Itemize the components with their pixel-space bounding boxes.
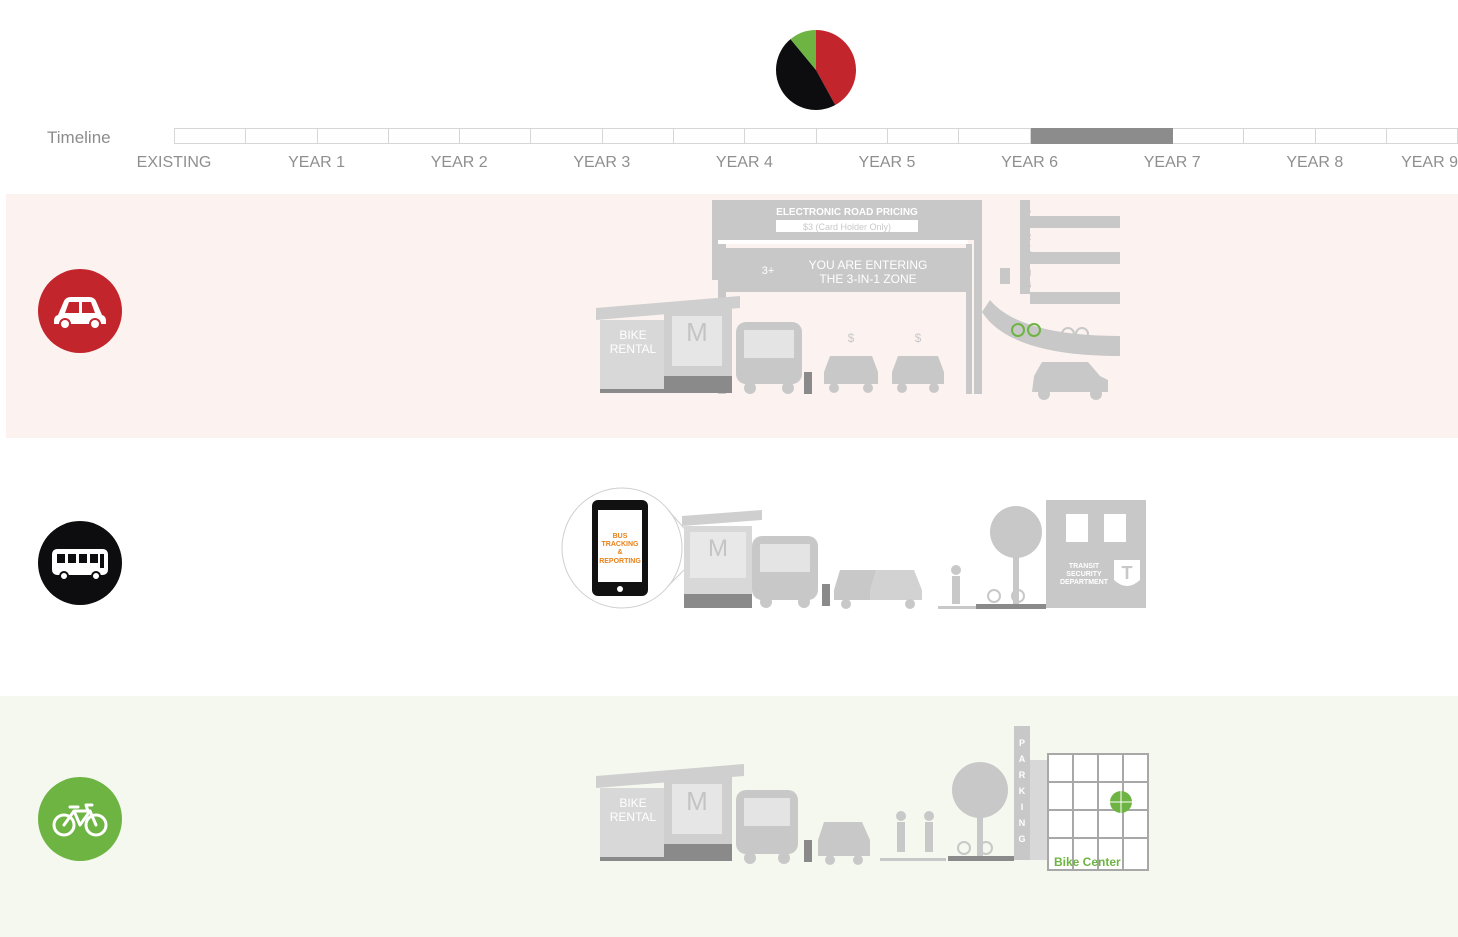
bus-mode-button[interactable]	[38, 521, 122, 605]
toll-symbol-2: $	[915, 331, 922, 345]
timeline-segment	[318, 128, 389, 144]
bike-mode-button[interactable]	[38, 777, 122, 861]
car-icon	[54, 297, 106, 330]
car-scene-illustration: ELECTRONIC ROAD PRICING $3 (Card Holder …	[596, 200, 1120, 400]
timeline-year-6[interactable]: YEAR 6	[1001, 154, 1059, 171]
security-line-2: SECURITY	[1066, 571, 1102, 578]
bike-rental-line-2: RENTAL	[610, 342, 657, 356]
security-badge: T	[1122, 563, 1133, 583]
timeline-segment	[745, 128, 817, 144]
timeline-year-2[interactable]: YEAR 2	[430, 154, 488, 171]
timeline-segment	[1030, 128, 1102, 144]
bike-rental-line-1: BIKE	[619, 328, 646, 342]
timeline-segment	[389, 128, 461, 144]
parking-letter: G	[1018, 834, 1025, 844]
timeline-year-5[interactable]: YEAR 5	[858, 154, 916, 171]
bike-rental-line-2: RENTAL	[610, 810, 657, 824]
timeline-segment	[175, 128, 247, 144]
timeline-year-0[interactable]: EXISTING	[136, 154, 212, 171]
timeline-year-9[interactable]: YEAR 9	[1401, 154, 1458, 171]
security-line-3: DEPARTMENT	[1060, 579, 1109, 586]
zone-line-1: YOU ARE ENTERING	[809, 258, 928, 272]
parking-letter: P	[1019, 738, 1025, 748]
svg-text:M: M	[686, 317, 708, 347]
timeline-segment	[1101, 128, 1174, 144]
timeline-segment	[460, 128, 532, 144]
timeline-segment	[1316, 128, 1388, 144]
timeline-segment	[1245, 128, 1316, 144]
timeline-segment	[888, 128, 960, 144]
bike-rental-line-1: BIKE	[619, 796, 646, 810]
parking-letter: K	[1019, 786, 1026, 796]
parking-letter: A	[1019, 754, 1026, 764]
timeline-label: Timeline	[47, 128, 111, 147]
timeline-year-8[interactable]: YEAR 8	[1286, 154, 1344, 171]
timeline-year-7[interactable]: YEAR 7	[1143, 154, 1201, 171]
parking-letter: R	[1025, 232, 1032, 242]
toll-symbol-1: $	[848, 331, 855, 345]
timeline-bar	[174, 128, 1458, 144]
svg-text:M: M	[686, 786, 708, 816]
timeline-year-1[interactable]: YEAR 1	[288, 154, 346, 171]
bike-center-label: Bike Center	[1054, 855, 1121, 869]
bus-icon	[52, 549, 108, 581]
bicycle-icon	[52, 803, 108, 837]
parking-letter: K	[1025, 244, 1032, 254]
bus-scene-illustration: BUS TRACKING & REPORTING M TRANSIT SECUR…	[561, 487, 1146, 609]
erp-title: ELECTRONIC ROAD PRICING	[776, 207, 918, 218]
timeline-segment	[603, 128, 675, 144]
parking-letter: A	[1025, 220, 1032, 230]
timeline-segment	[246, 128, 318, 144]
phone-line-2: TRACKING	[602, 541, 639, 548]
timeline-segment	[1173, 128, 1245, 144]
svg-text:M: M	[708, 535, 728, 562]
erp-subtitle: $3 (Card Holder Only)	[803, 222, 891, 232]
parking-letter: N	[1025, 268, 1032, 278]
timeline-segment	[532, 128, 603, 144]
pie-slice-0	[816, 30, 856, 106]
zone-line-2: THE 3-IN-1 ZONE	[819, 272, 916, 286]
pie-slice-2	[790, 30, 816, 70]
parking-letter: R	[1019, 770, 1026, 780]
timeline-year-4[interactable]: YEAR 4	[715, 154, 773, 171]
security-line-1: TRANSIT	[1069, 563, 1100, 570]
timeline-segment	[1387, 128, 1458, 144]
pie-slice-1	[776, 39, 836, 111]
hov-badge: 3+	[762, 265, 775, 277]
timeline-segment	[959, 128, 1031, 144]
parking-letter: G	[1024, 280, 1031, 290]
timeline-segment	[817, 128, 888, 144]
timeline-year-3[interactable]: YEAR 3	[573, 154, 631, 171]
phone-line-3: &	[617, 549, 622, 556]
timeline-segment	[674, 128, 746, 144]
parking-letter: P	[1025, 208, 1031, 218]
parking-letter: I	[1021, 802, 1024, 812]
parking-letter: I	[1027, 256, 1030, 266]
phone-line-1: BUS	[613, 533, 628, 540]
car-mode-button[interactable]	[38, 269, 122, 353]
pie-chart	[776, 30, 856, 111]
parking-letter: N	[1019, 818, 1026, 828]
phone-line-4: REPORTING	[599, 558, 641, 565]
